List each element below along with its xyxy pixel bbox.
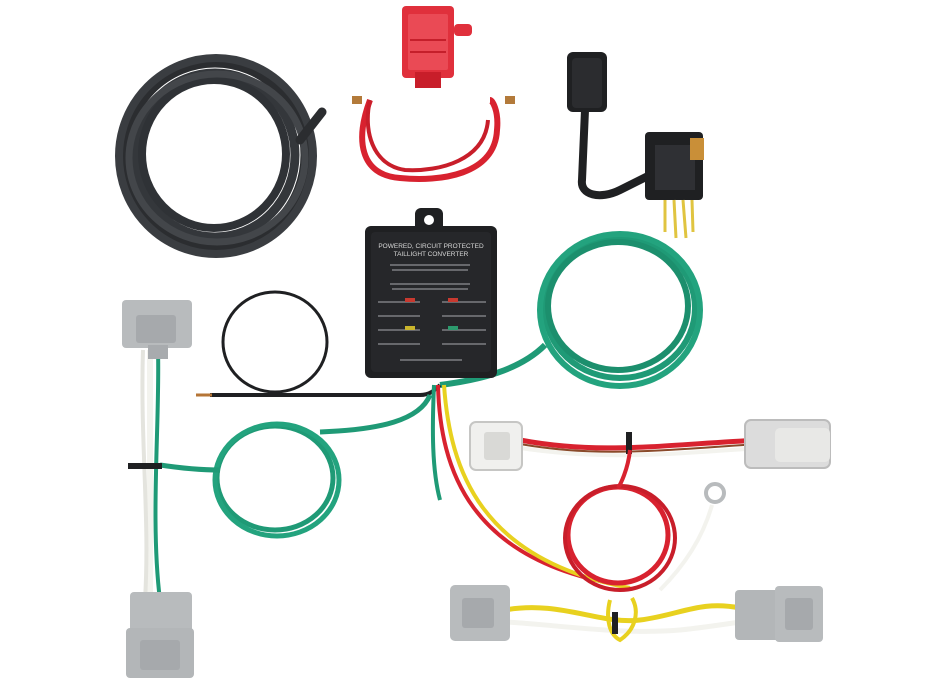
green-wire-coil-right [439,231,703,389]
left-harness [122,300,194,678]
oem-connector-bottom-icon [130,592,192,632]
zip-tie-icon-2 [626,432,632,454]
fuse-holder [352,6,515,182]
taillight-converter-module: POWERED, CIRCUIT PROTECTED TAILLIGHT CON… [365,208,497,378]
right-lower-harness [450,585,823,643]
ring-terminal-icon [704,482,726,504]
module-label-line1: POWERED, CIRCUIT PROTECTED [378,243,484,250]
module-label-line2: TAILLIGHT CONVERTER [394,251,469,258]
module-output-wires [430,384,631,590]
green-wire-coil-left [159,393,433,539]
four-way-flat-connector [567,52,704,239]
gray-connector-right-icon [735,590,780,640]
zip-tie-icon-3 [612,612,618,634]
black-cable-coil [115,54,327,258]
right-upper-harness [469,419,831,471]
red-wire-coil [563,449,726,592]
zip-tie-icon [128,463,162,469]
